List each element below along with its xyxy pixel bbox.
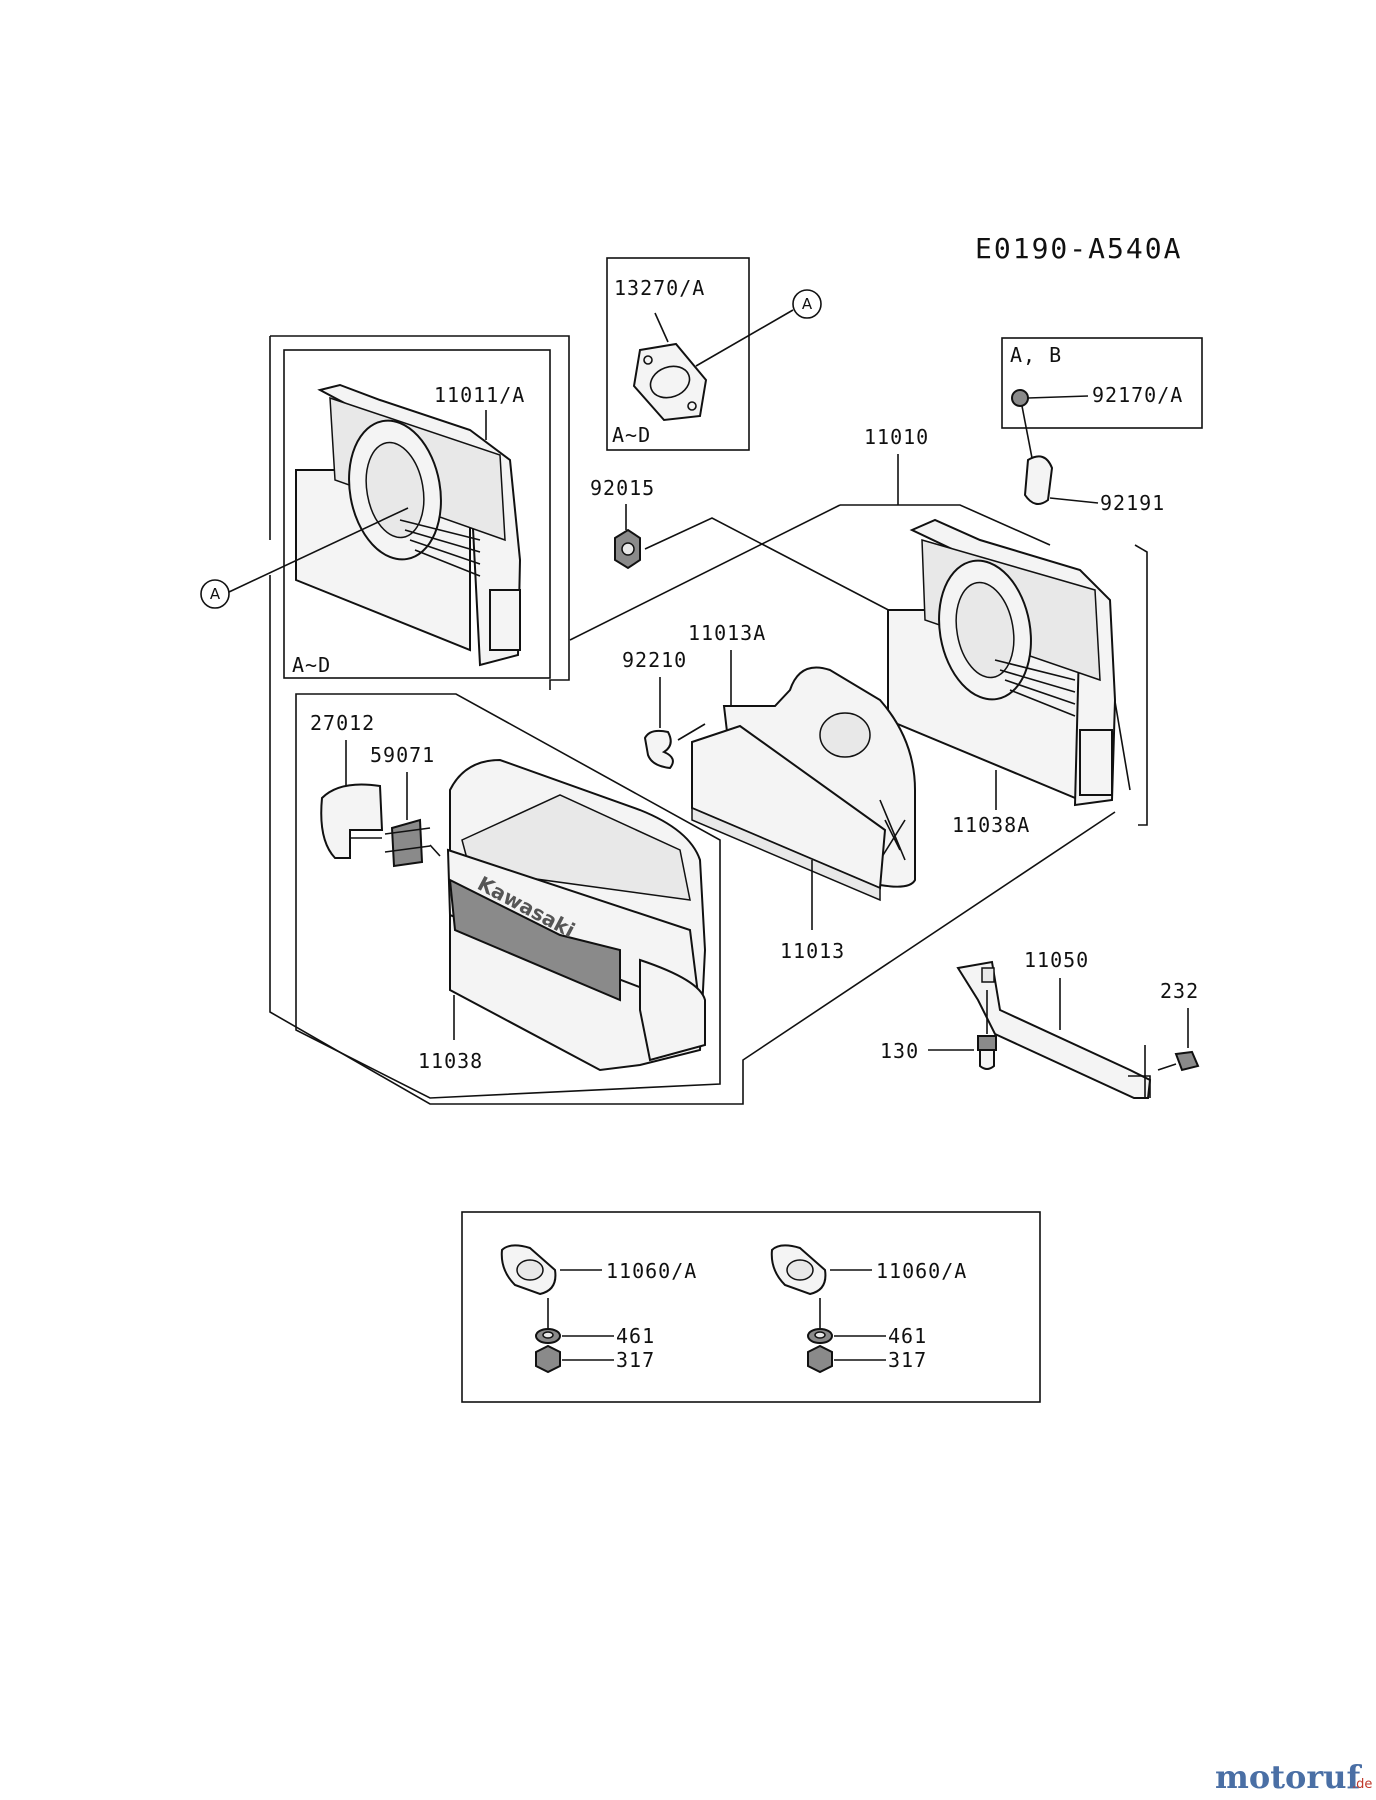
label-11038A: 11038A: [952, 813, 1030, 837]
diagram-code: E0190-A540A: [975, 232, 1182, 265]
air-cleaner-base-left: [295, 383, 522, 667]
left-box: [283, 349, 551, 679]
label-92191: 92191: [1100, 491, 1165, 515]
air-cleaner-base-right: [887, 518, 1117, 807]
left-outer-frame: [270, 335, 570, 690]
main-group-outline: [269, 575, 1116, 1105]
label-92210: 92210: [622, 648, 687, 672]
bolt-130: [977, 1035, 997, 1070]
label-317-right: 317: [888, 1348, 927, 1372]
leader-11010: [840, 454, 1051, 546]
leader-a-left: [228, 507, 409, 593]
label-11038: 11038: [418, 1049, 483, 1073]
svg-text:A: A: [210, 585, 221, 603]
top-right-box-label: A, B: [1010, 343, 1062, 367]
label-130: 130: [880, 1039, 919, 1063]
nut-92015: [614, 528, 641, 570]
label-11060-right: 11060/A: [876, 1259, 967, 1283]
label-11010: 11010: [864, 425, 929, 449]
bolt-232: [1157, 1050, 1200, 1072]
washer-461-right: [807, 1328, 833, 1344]
top-right-box: [1001, 337, 1203, 429]
label-11013: 11013: [780, 939, 845, 963]
label-11013A: 11013A: [688, 621, 766, 645]
leader-a-top: [695, 309, 794, 367]
label-92015: 92015: [590, 476, 655, 500]
svg-text:A: A: [802, 295, 813, 313]
label-11050: 11050: [1024, 948, 1089, 972]
clamp-92210: [643, 729, 674, 770]
gasket-11060-left: [500, 1244, 557, 1296]
clip-27012: [320, 783, 384, 859]
leader-13270: [654, 312, 669, 343]
gasket-box-label: A~D: [612, 423, 651, 447]
callout-a-left: A: [200, 579, 230, 609]
label-461-left: 461: [616, 1324, 655, 1348]
label-11011: 11011/A: [434, 383, 525, 407]
nut-317-right: [807, 1344, 833, 1374]
cover-group-outline: [295, 693, 721, 1099]
label-317-left: 317: [616, 1348, 655, 1372]
svg-text:.de: .de: [1352, 1777, 1372, 1792]
filter-11013: [691, 724, 887, 902]
gasket-box: [606, 257, 750, 451]
label-59071: 59071: [370, 743, 435, 767]
bracket-59071: [384, 818, 431, 868]
washer-461-left: [535, 1328, 561, 1344]
air-cleaner-cover-11038: Kawasaki: [446, 758, 707, 1072]
clip-92170: [1011, 389, 1089, 407]
gasket-13270: [632, 342, 708, 422]
clip-92191: [1023, 455, 1099, 505]
label-27012: 27012: [310, 711, 375, 735]
watermark-logo: motoruf .de: [1215, 1758, 1372, 1796]
label-13270: 13270/A: [614, 276, 705, 300]
label-461-right: 461: [888, 1324, 927, 1348]
gasket-11060-right: [770, 1244, 827, 1296]
label-232: 232: [1160, 979, 1199, 1003]
callout-a-top: A: [792, 289, 822, 319]
nut-317-left: [535, 1344, 561, 1374]
left-box-label: A~D: [292, 653, 331, 677]
label-92170: 92170/A: [1092, 383, 1183, 407]
svg-text:motoruf: motoruf: [1215, 1758, 1362, 1796]
label-11060-left: 11060/A: [606, 1259, 697, 1283]
inset-box: [461, 1211, 1041, 1403]
